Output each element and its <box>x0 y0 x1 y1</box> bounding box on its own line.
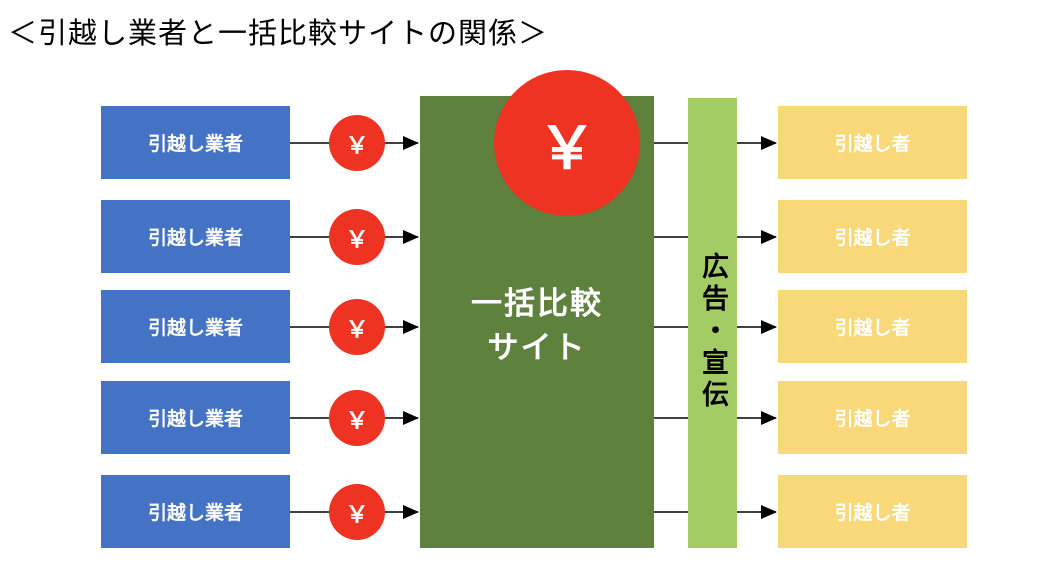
yen-icon: ￥ <box>329 390 385 446</box>
advertising-bar <box>688 98 737 548</box>
mover-box: 引越し業者 <box>101 381 290 454</box>
customer-box: 引越し者 <box>778 475 967 548</box>
site-label-line1: 一括比較 <box>471 286 603 322</box>
site-label-line2: サイト <box>487 330 587 366</box>
advertising-label: 広告・宣伝 <box>697 252 728 412</box>
mover-box: 引越し業者 <box>101 290 290 363</box>
yen-icon: ￥ <box>329 484 385 540</box>
yen-icon: ￥ <box>329 299 385 355</box>
diagram-title: ＜引越し業者と一括比較サイトの関係＞ <box>8 16 549 50</box>
mover-box: 引越し業者 <box>101 475 290 548</box>
mover-box: 引越し業者 <box>101 200 290 273</box>
yen-icon: ￥ <box>329 115 385 171</box>
yen-icon: ￥ <box>329 209 385 265</box>
customer-box: 引越し者 <box>778 290 967 363</box>
customer-box: 引越し者 <box>778 381 967 454</box>
customer-box: 引越し者 <box>778 200 967 273</box>
big-yen-icon: ￥ <box>494 70 640 216</box>
mover-box: 引越し業者 <box>101 106 290 179</box>
customer-box: 引越し者 <box>778 106 967 179</box>
comparison-site-label: 一括比較 サイト <box>420 282 654 370</box>
